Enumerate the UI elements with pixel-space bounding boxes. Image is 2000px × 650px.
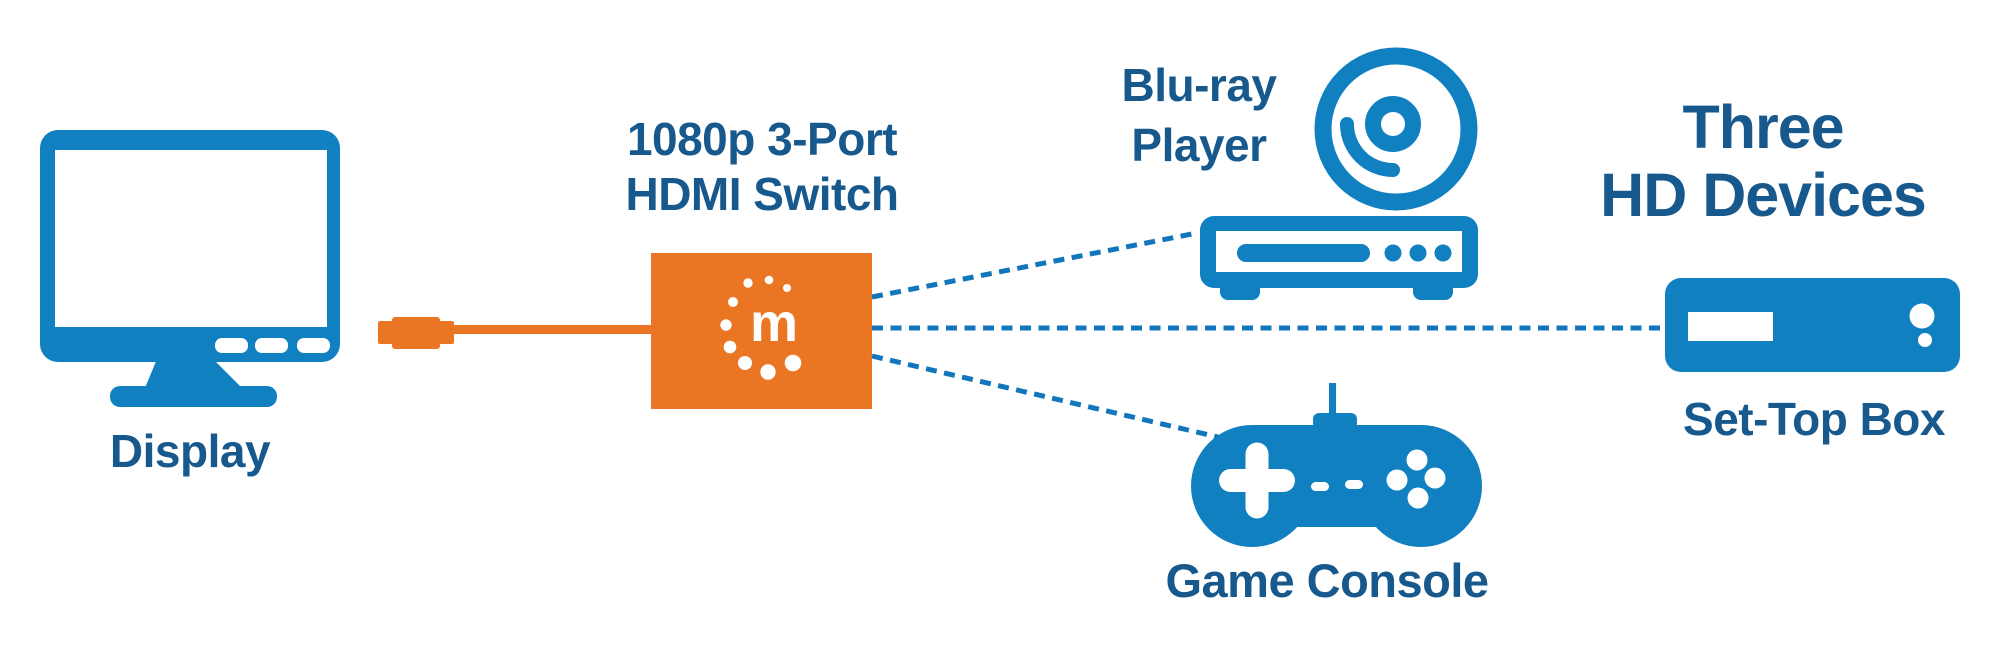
dpad bbox=[1245, 442, 1269, 519]
hdmi-switch-box: m bbox=[651, 253, 872, 409]
monitor-button bbox=[215, 338, 248, 353]
settop-label: Set-Top Box bbox=[1683, 393, 1945, 445]
start-button bbox=[1345, 480, 1363, 489]
heading-line2: HD Devices bbox=[1600, 161, 1927, 229]
disc-tray-slot bbox=[1237, 244, 1370, 262]
line-to-game bbox=[871, 353, 1223, 441]
settop-box-icon bbox=[1665, 278, 1960, 372]
manhattan-logo: m bbox=[720, 275, 802, 380]
monitor-button bbox=[255, 338, 288, 353]
display-icon bbox=[40, 130, 340, 407]
bluray-label: Blu-ray Player bbox=[1122, 55, 1277, 175]
switch-label-line2: HDMI Switch bbox=[625, 168, 899, 220]
bluray-label-line1: Blu-ray bbox=[1121, 59, 1277, 111]
bluray-disc-icon bbox=[1314, 47, 1478, 211]
heading-line1: Three bbox=[1682, 93, 1844, 161]
settop-display-window bbox=[1688, 312, 1773, 341]
action-button bbox=[1406, 449, 1428, 471]
hdmi-cable-icon bbox=[378, 317, 653, 349]
switch-label-line1: 1080p 3-Port bbox=[626, 113, 898, 165]
game-console-icon bbox=[1191, 383, 1482, 547]
display-label: Display bbox=[109, 425, 271, 477]
logo-letter-m: m bbox=[750, 293, 798, 353]
action-button bbox=[1424, 467, 1446, 489]
action-button bbox=[1407, 487, 1429, 509]
monitor-button bbox=[297, 338, 330, 353]
switch-label: 1080p 3-Port HDMI Switch bbox=[625, 112, 899, 222]
page-title: Three HD Devices bbox=[1600, 93, 1927, 229]
bluray-player-icon bbox=[1200, 216, 1478, 300]
action-button bbox=[1386, 469, 1408, 491]
game-label: Game Console bbox=[1165, 554, 1489, 607]
select-button bbox=[1311, 482, 1329, 491]
line-to-bluray bbox=[871, 230, 1198, 300]
bluray-label-line2: Player bbox=[1131, 119, 1267, 171]
